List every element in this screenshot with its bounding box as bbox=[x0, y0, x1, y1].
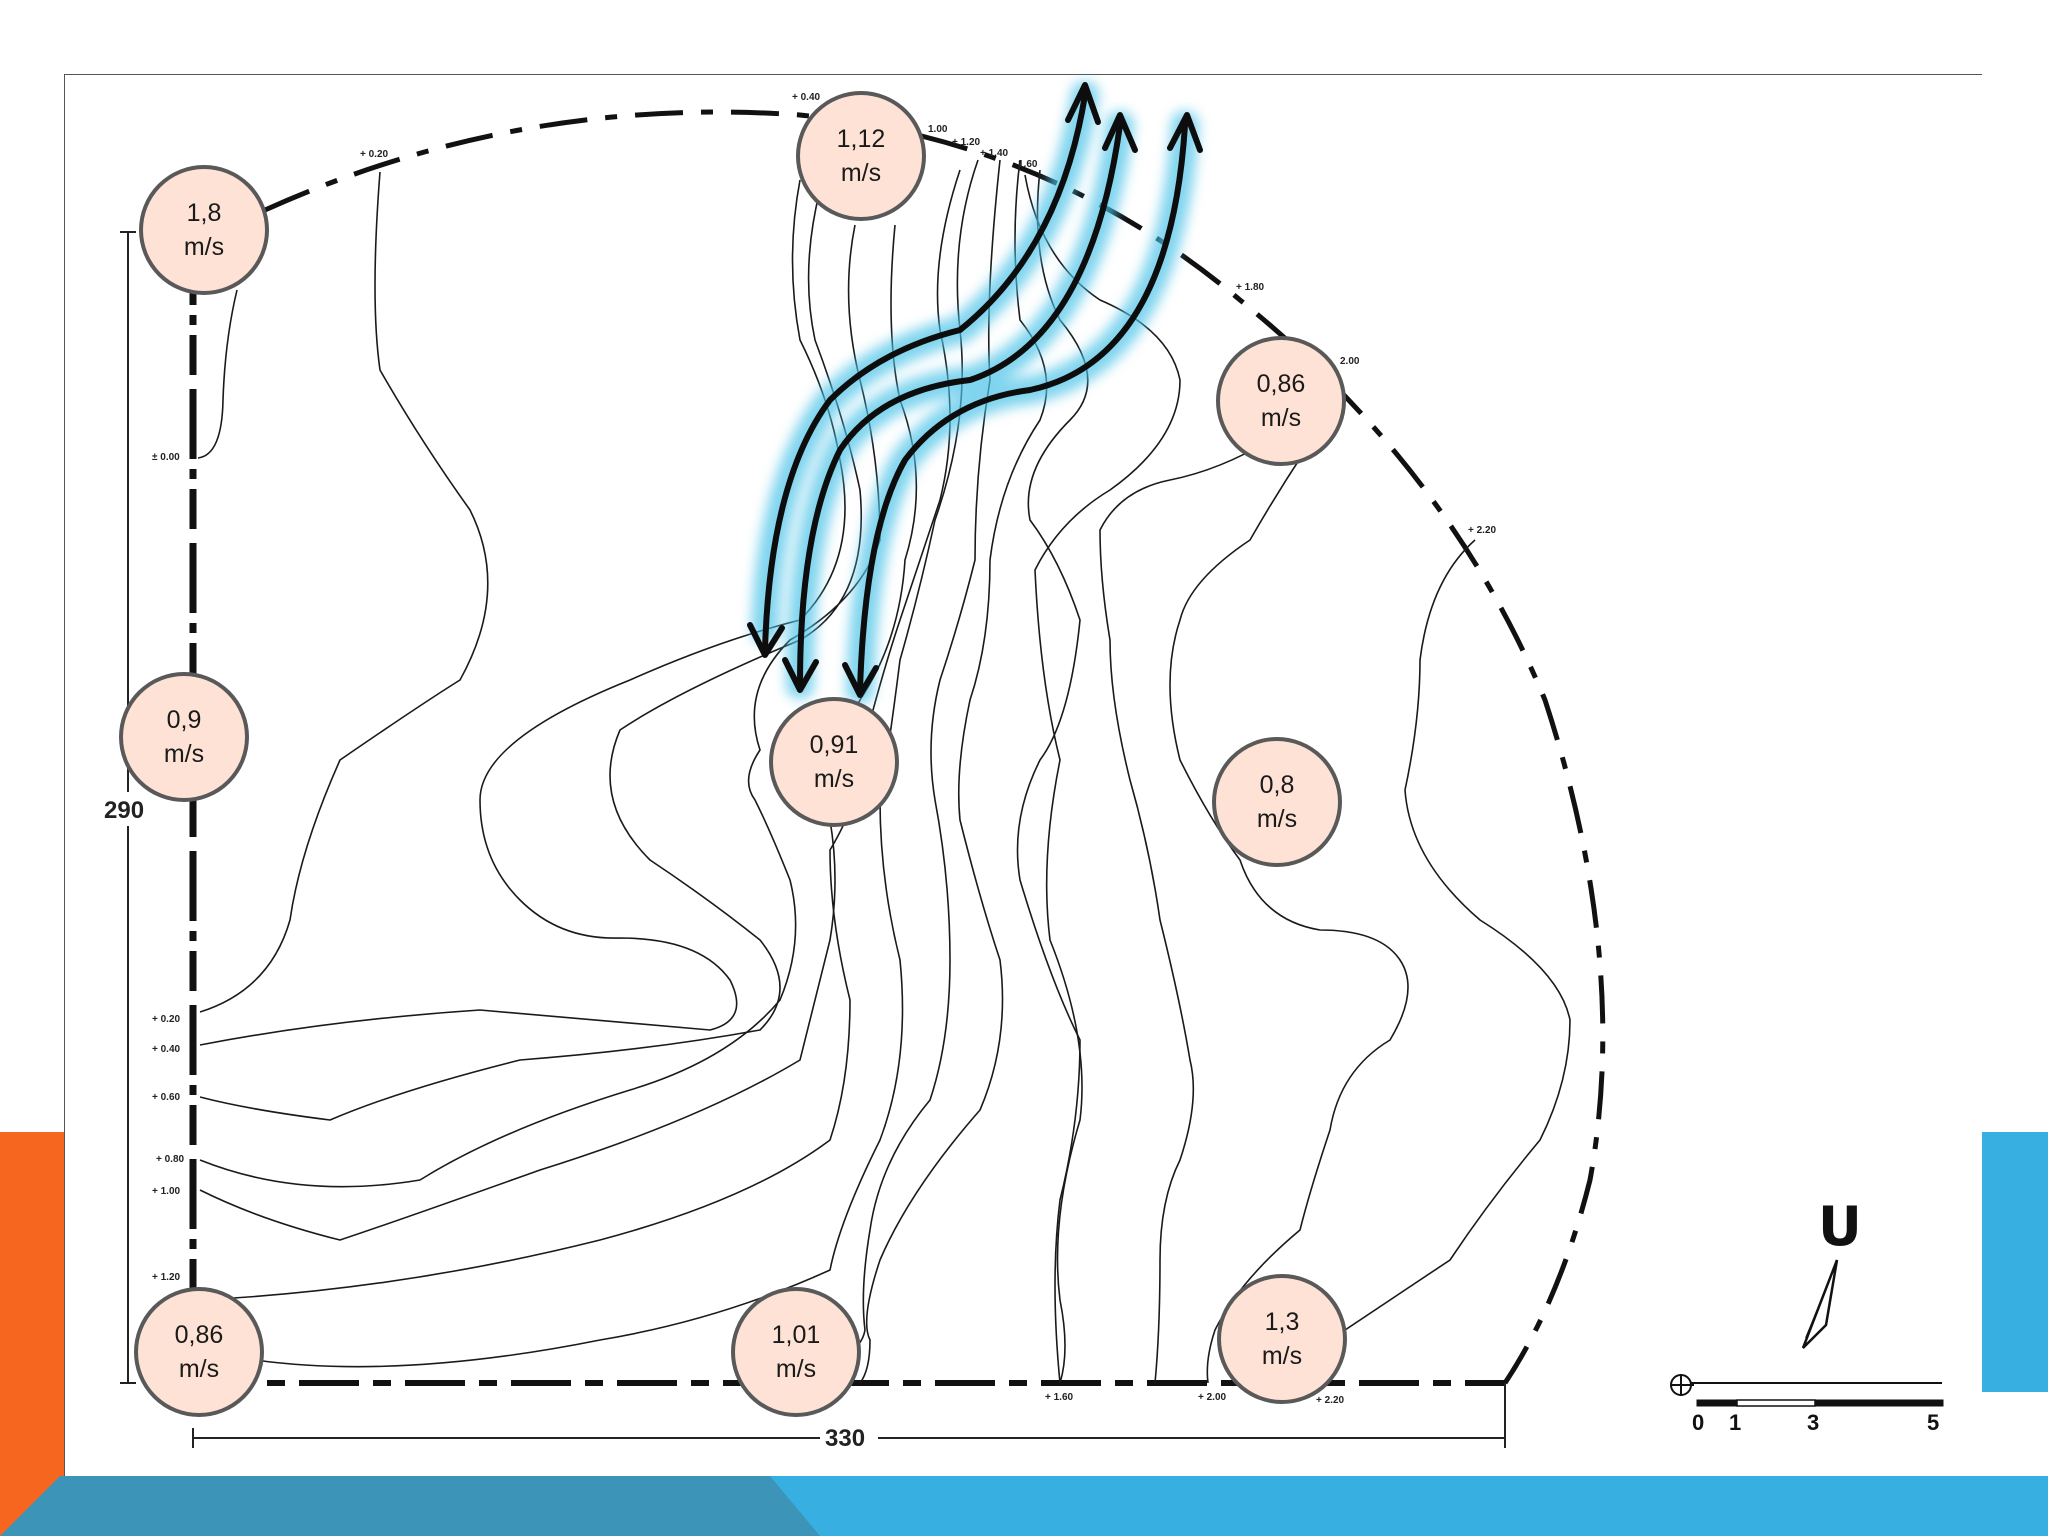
velocity-bubble: 0,8 m/s bbox=[1212, 737, 1342, 867]
contour-label: + 0.20 bbox=[152, 1014, 181, 1025]
contour-label: + 1.00 bbox=[152, 1186, 181, 1197]
contour-line bbox=[199, 171, 489, 1013]
velocity-value: 0,8 bbox=[1259, 771, 1295, 799]
velocity-value: 0,86 bbox=[1256, 370, 1306, 398]
flow-arrow-head bbox=[1167, 112, 1203, 153]
contour-label: + 2.20 bbox=[1468, 525, 1497, 536]
velocity-value: 0,86 bbox=[174, 1321, 224, 1349]
velocity-unit: m/s bbox=[1260, 404, 1302, 432]
velocity-bubble: 1,8 m/s bbox=[139, 165, 269, 295]
contour-label: + 1.20 bbox=[152, 1272, 181, 1283]
flow-arrow bbox=[762, 92, 1088, 653]
contour-line bbox=[1099, 439, 1271, 1384]
scale-label: 0 bbox=[1692, 1410, 1705, 1435]
contour-label: + 0.60 bbox=[152, 1092, 181, 1103]
flow-arrow-head bbox=[782, 657, 819, 693]
contour-line bbox=[1169, 399, 1409, 1384]
width-dimension-label: 330 bbox=[825, 1425, 865, 1452]
flow-arrow bbox=[857, 122, 1188, 693]
bottom-teal-band bbox=[0, 1476, 820, 1536]
contour-line bbox=[199, 224, 918, 1241]
velocity-value: 1,8 bbox=[186, 199, 222, 227]
contour-label: + 1.80 bbox=[1236, 282, 1265, 293]
north-label: U bbox=[1818, 1195, 1862, 1258]
flow-arrow-head bbox=[747, 622, 785, 658]
site-boundary bbox=[189, 109, 1606, 1386]
contour-label: + 0.40 bbox=[792, 92, 821, 103]
contour-label: 1.00 bbox=[928, 124, 948, 135]
flow-arrows bbox=[747, 82, 1203, 698]
contour-label: + 1.40 bbox=[980, 148, 1009, 159]
velocity-bubble: 0,86 m/s bbox=[1216, 336, 1346, 466]
contour-line bbox=[1024, 174, 1181, 1384]
contour-label: 1.60 bbox=[1018, 159, 1038, 170]
velocity-value: 1,01 bbox=[771, 1321, 821, 1349]
velocity-bubble: 0,86 m/s bbox=[134, 1287, 264, 1417]
velocity-unit: m/s bbox=[775, 1355, 817, 1383]
contour-label: + 0.80 bbox=[156, 1154, 185, 1165]
map-frame bbox=[64, 74, 1982, 1476]
contour-line bbox=[1309, 539, 1571, 1341]
velocity-unit: m/s bbox=[1256, 805, 1298, 833]
contour-label: + 2.00 bbox=[1198, 1392, 1227, 1403]
velocity-unit: m/s bbox=[840, 159, 882, 187]
orange-accent-block bbox=[0, 1132, 70, 1536]
contour-label: + 1.60 bbox=[1045, 1392, 1074, 1403]
boundary-arc bbox=[263, 109, 1606, 1385]
contour-line bbox=[199, 224, 881, 1188]
velocity-unit: m/s bbox=[163, 740, 205, 768]
velocity-unit: m/s bbox=[1261, 1342, 1303, 1370]
contour-label: ± 0.00 bbox=[152, 452, 180, 463]
velocity-unit: m/s bbox=[813, 765, 855, 793]
scale-label: 1 bbox=[1729, 1410, 1742, 1435]
contour-line bbox=[199, 179, 846, 1046]
contour-label: + 0.40 bbox=[152, 1044, 181, 1055]
contour-label: + 1.20 bbox=[952, 137, 981, 148]
velocity-bubble: 0,91 m/s bbox=[769, 697, 899, 827]
velocity-value: 0,9 bbox=[166, 706, 202, 734]
contour-label: + 2.20 bbox=[1316, 1395, 1345, 1406]
bottom-blue-band bbox=[740, 1476, 2048, 1536]
height-dimension-label: 290 bbox=[104, 797, 144, 824]
contour-line bbox=[197, 289, 238, 459]
flow-arrow bbox=[797, 122, 1123, 688]
contour-label: + 0.20 bbox=[360, 149, 389, 160]
velocity-unit: m/s bbox=[183, 233, 225, 261]
velocity-unit: m/s bbox=[178, 1355, 220, 1383]
velocity-bubble: 1,12 m/s bbox=[796, 91, 926, 221]
velocity-value: 1,3 bbox=[1264, 1308, 1300, 1336]
north-arrow bbox=[1801, 1259, 1839, 1349]
scale-label: 3 bbox=[1807, 1410, 1820, 1435]
scale-label: 5 bbox=[1927, 1410, 1940, 1435]
contour-label: 2.00 bbox=[1340, 356, 1360, 367]
velocity-value: 0,91 bbox=[809, 731, 859, 759]
velocity-value: 1,12 bbox=[836, 125, 886, 153]
blue-accent-block bbox=[1978, 1132, 2048, 1392]
contour-line bbox=[799, 159, 1001, 1371]
velocity-bubble: 0,9 m/s bbox=[119, 672, 249, 802]
flow-arrow-head bbox=[842, 662, 879, 698]
flow-arrow-head bbox=[1102, 112, 1138, 153]
velocity-bubble: 1,01 m/s bbox=[731, 1287, 861, 1417]
flow-arrow-head bbox=[1065, 82, 1101, 125]
scale-bar bbox=[1670, 1374, 1944, 1407]
velocity-bubble: 1,3 m/s bbox=[1217, 1274, 1347, 1404]
